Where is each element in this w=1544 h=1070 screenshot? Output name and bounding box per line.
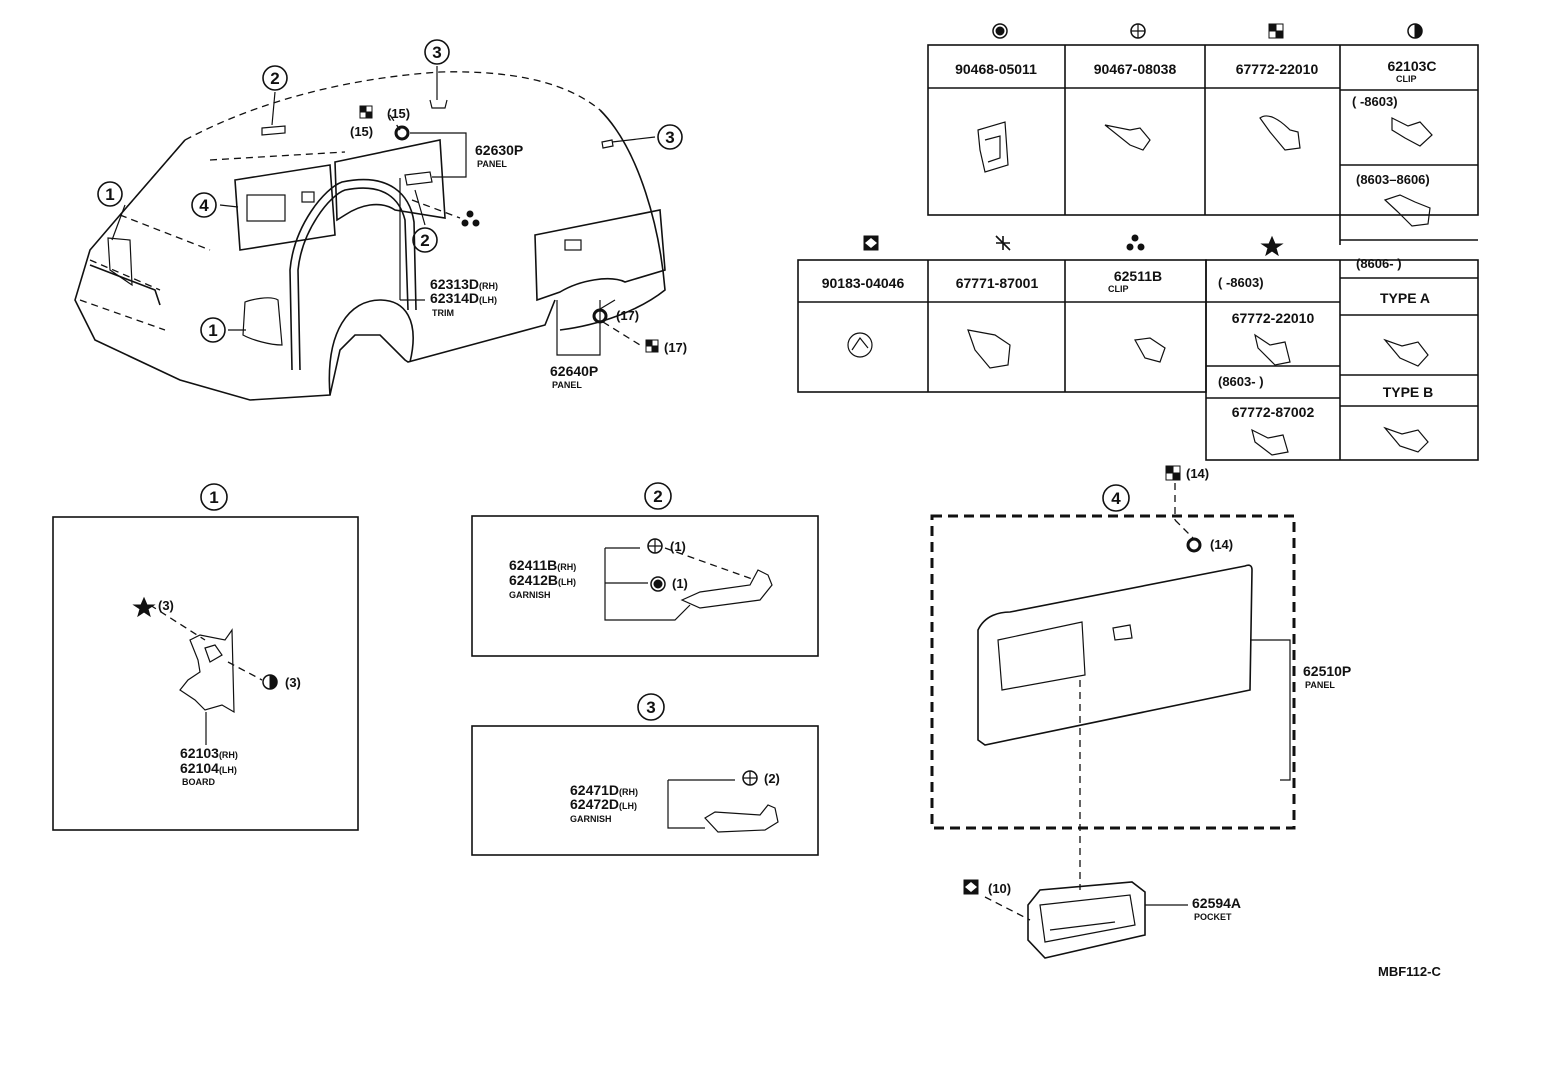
svg-text:90467-08038: 90467-08038 [1094,61,1177,77]
star-icon [1260,235,1284,257]
svg-text:3: 3 [665,128,674,147]
svg-text:2: 2 [653,487,662,506]
three-dots-icon [1126,234,1145,251]
svg-text:(17): (17) [664,340,687,355]
checker-square-icon [1268,23,1284,39]
svg-text:(14): (14) [1186,466,1209,481]
diamond-square-icon [863,235,879,251]
svg-text:1: 1 [209,488,218,507]
svg-text:CLIP: CLIP [1396,74,1417,84]
svg-text:PANEL: PANEL [552,380,582,390]
svg-text:3: 3 [432,43,441,62]
svg-text:POCKET: POCKET [1194,912,1232,922]
detail-2: 2 (1) (1) 62411B(RH) 62412B(LH) GARNISH [471,482,819,657]
svg-text:TRIM: TRIM [432,308,454,318]
svg-text:(2): (2) [764,771,780,786]
detail-1: 1 (3) (3) 62103(RH) 62104(LH) BOARD [52,483,359,831]
svg-text:(14): (14) [1210,537,1233,552]
svg-text:4: 4 [1111,489,1121,508]
svg-text:3: 3 [646,698,655,717]
svg-text:BOARD: BOARD [182,777,215,787]
svg-text:1: 1 [105,185,114,204]
three-dots-icon [461,210,480,227]
fastener-table: 90468-05011 90467-08038 67772-22010 6210… [797,23,1479,461]
svg-text:62103(RH): 62103(RH) [180,745,238,761]
svg-text:62471D(RH): 62471D(RH) [570,782,638,798]
pinwheel-icon [995,235,1011,251]
svg-text:( -8603): ( -8603) [1218,275,1264,290]
overview-callout-2a: 2 [262,65,288,91]
svg-text:62472D(LH): 62472D(LH) [570,796,637,812]
svg-text:62104(LH): 62104(LH) [180,760,237,776]
svg-text:62630P: 62630P [475,142,523,158]
panel-62630p-label: (15) (15) 62630P PANEL [350,105,523,227]
svg-text:(8603–8606): (8603–8606) [1356,172,1430,187]
overview-callout-1a: 1 [97,181,123,207]
svg-text:62511B: 62511B [1114,268,1162,284]
svg-text:62594A: 62594A [1192,895,1241,911]
overview-callout-4: 4 [191,192,217,218]
svg-text:GARNISH: GARNISH [570,814,612,824]
diagram-code: MBF112-C [1378,964,1441,979]
svg-text:90183-04046: 90183-04046 [822,275,905,291]
svg-text:62314D(LH): 62314D(LH) [430,290,497,306]
trim-label: 62313D(RH) 62314D(LH) TRIM [430,276,498,318]
svg-text:4: 4 [199,196,209,215]
svg-text:TYPE B: TYPE B [1383,384,1434,400]
overview-callout-2b: 2 [412,227,438,253]
panel-62640p-label: (17) (17) 62640P PANEL [550,308,687,390]
svg-text:1: 1 [208,321,217,340]
svg-text:67772-22010: 67772-22010 [1232,310,1315,326]
svg-text:67771-87001: 67771-87001 [956,275,1039,291]
detail-4: 4 (14) (14) 62510P PANEL (10) 62594A POC… [930,465,1351,959]
overview-callout-3b: 3 [657,124,683,150]
svg-text:TYPE A: TYPE A [1380,290,1430,306]
svg-text:2: 2 [270,69,279,88]
svg-text:GARNISH: GARNISH [509,590,551,600]
svg-text:90468-05011: 90468-05011 [955,61,1037,77]
svg-text:67772-22010: 67772-22010 [1236,61,1319,77]
svg-text:(15): (15) [387,106,410,121]
svg-text:CLIP: CLIP [1108,284,1129,294]
svg-text:62313D(RH): 62313D(RH) [430,276,498,292]
svg-text:(17): (17) [616,308,639,323]
svg-text:(3): (3) [158,598,174,613]
svg-text:67772-87002: 67772-87002 [1232,404,1315,420]
svg-text:62412B(LH): 62412B(LH) [509,572,576,588]
svg-text:(1): (1) [672,576,688,591]
svg-text:PANEL: PANEL [1305,680,1335,690]
half-circle-icon [1407,23,1423,39]
svg-text:62103C: 62103C [1387,58,1436,74]
svg-text:62411B(RH): 62411B(RH) [509,557,576,573]
svg-text:(8606- ): (8606- ) [1356,256,1402,271]
svg-text:(10): (10) [988,881,1011,896]
svg-text:( -8603): ( -8603) [1352,94,1398,109]
filled-circle-ring-icon [992,23,1008,39]
svg-text:62640P: 62640P [550,363,598,379]
svg-text:(3): (3) [285,675,301,690]
overview-callout-1b: 1 [200,317,226,343]
svg-text:PANEL: PANEL [477,159,507,169]
svg-text:(8603- ): (8603- ) [1218,374,1264,389]
svg-text:(15): (15) [350,124,373,139]
svg-text:(1): (1) [670,539,686,554]
svg-text:62510P: 62510P [1303,663,1351,679]
svg-text:2: 2 [420,231,429,250]
detail-3: 3 (2) 62471D(RH) 62472D(LH) GARNISH [471,693,819,856]
overview-callout-3a: 3 [424,39,450,65]
circle-cross-icon [1130,23,1146,39]
